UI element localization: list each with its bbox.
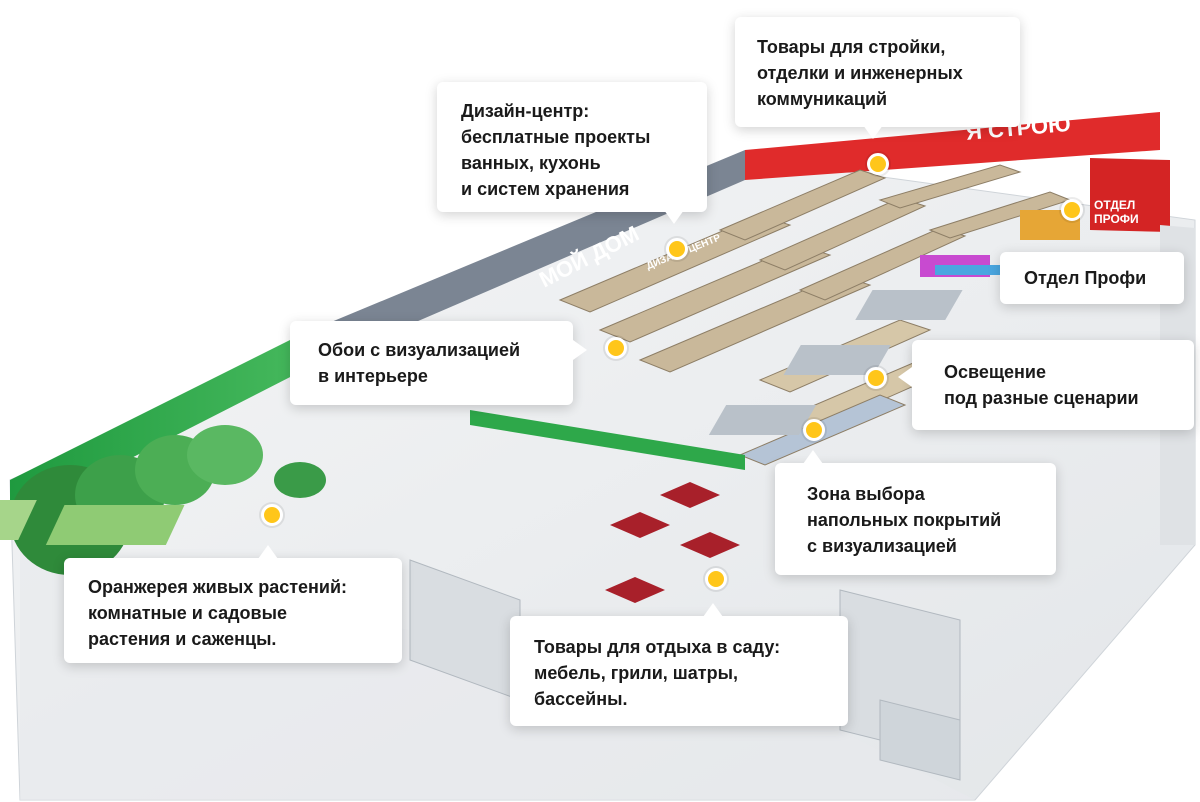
marker-wallpaper[interactable] [605, 337, 627, 359]
callout-greenhouse: Оранжерея живых растений: комнатные и са… [64, 558, 402, 663]
callout-flooring-line2: напольных покрытий [807, 510, 1002, 530]
callout-build-line1: Товары для стройки, [757, 37, 946, 57]
callout-design: Дизайн-центр: бесплатные проекты ванных,… [437, 82, 707, 212]
callout-garden-rest-line1: Товары для отдыха в саду: [534, 637, 781, 657]
callout-greenhouse-line2: комнатные и садовые [88, 603, 287, 623]
marker-flooring[interactable] [803, 419, 825, 441]
callout-garden-rest: Товары для отдыха в саду: мебель, грили,… [510, 616, 848, 726]
callout-build-line3: коммуникаций [757, 89, 888, 109]
callout-design-tail [664, 210, 684, 224]
callout-lighting-line2: под разные сценарии [944, 388, 1139, 408]
callout-flooring: Зона выбора напольных покрытий с визуали… [775, 463, 1056, 575]
garden-tents [605, 482, 740, 603]
callout-design-line2: бесплатные проекты [461, 127, 651, 147]
build-wall [745, 112, 1160, 180]
callout-build-tail [863, 125, 883, 139]
callout-greenhouse-tail [258, 545, 278, 559]
callout-wallpaper-line2: в интерьере [318, 366, 428, 386]
callout-build: Товары для стройки, отделки и инженерных… [735, 17, 1020, 127]
marker-greenhouse[interactable] [261, 504, 283, 526]
marker-garden-rest[interactable] [705, 568, 727, 590]
callout-greenhouse-line1: Оранжерея живых растений: [88, 577, 348, 597]
marker-build[interactable] [867, 153, 889, 175]
callout-design-line3: ванных, кухонь [461, 153, 601, 173]
callout-garden-rest-tail [703, 603, 723, 617]
callout-lighting: Освещение под разные сценарии [912, 340, 1194, 430]
callout-pro-line1: Отдел Профи [1024, 268, 1147, 288]
callout-lighting-line1: Освещение [944, 362, 1046, 382]
garden-banner [470, 410, 745, 470]
callout-garden-rest-line2: мебель, грили, шатры, [534, 663, 738, 683]
callout-wallpaper: Обои с визуализацией в интерьере [290, 321, 573, 405]
callout-wallpaper-line1: Обои с визуализацией [318, 340, 521, 360]
callout-flooring-line1: Зона выбора [807, 484, 925, 504]
front-shelves [409, 559, 961, 781]
zone-label-pro-line2: ПРОФИ [1094, 212, 1139, 226]
callout-garden-rest-line3: бассейны. [534, 689, 628, 709]
greenhouse-plants [0, 425, 326, 575]
callout-wallpaper-tail [573, 340, 587, 360]
lighting-racks [708, 290, 963, 435]
zone-label-pro: ОТДЕЛ ПРОФИ [1094, 198, 1139, 226]
pro-wall [1090, 158, 1170, 232]
marker-pro[interactable] [1061, 199, 1083, 221]
callout-lighting-tail [898, 367, 912, 387]
callout-design-line1: Дизайн-центр: [461, 101, 590, 121]
marker-design[interactable] [666, 238, 688, 260]
marker-lighting[interactable] [865, 367, 887, 389]
callout-build-line2: отделки и инженерных [757, 63, 963, 83]
zone-label-pro-line1: ОТДЕЛ [1094, 198, 1136, 212]
callout-flooring-line3: с визуализацией [807, 536, 957, 556]
callout-pro: Отдел Профи [1000, 252, 1184, 304]
callout-flooring-tail [803, 450, 823, 464]
callout-greenhouse-line3: растения и саженцы. [88, 629, 277, 649]
callout-design-line4: и систем хранения [461, 179, 630, 199]
